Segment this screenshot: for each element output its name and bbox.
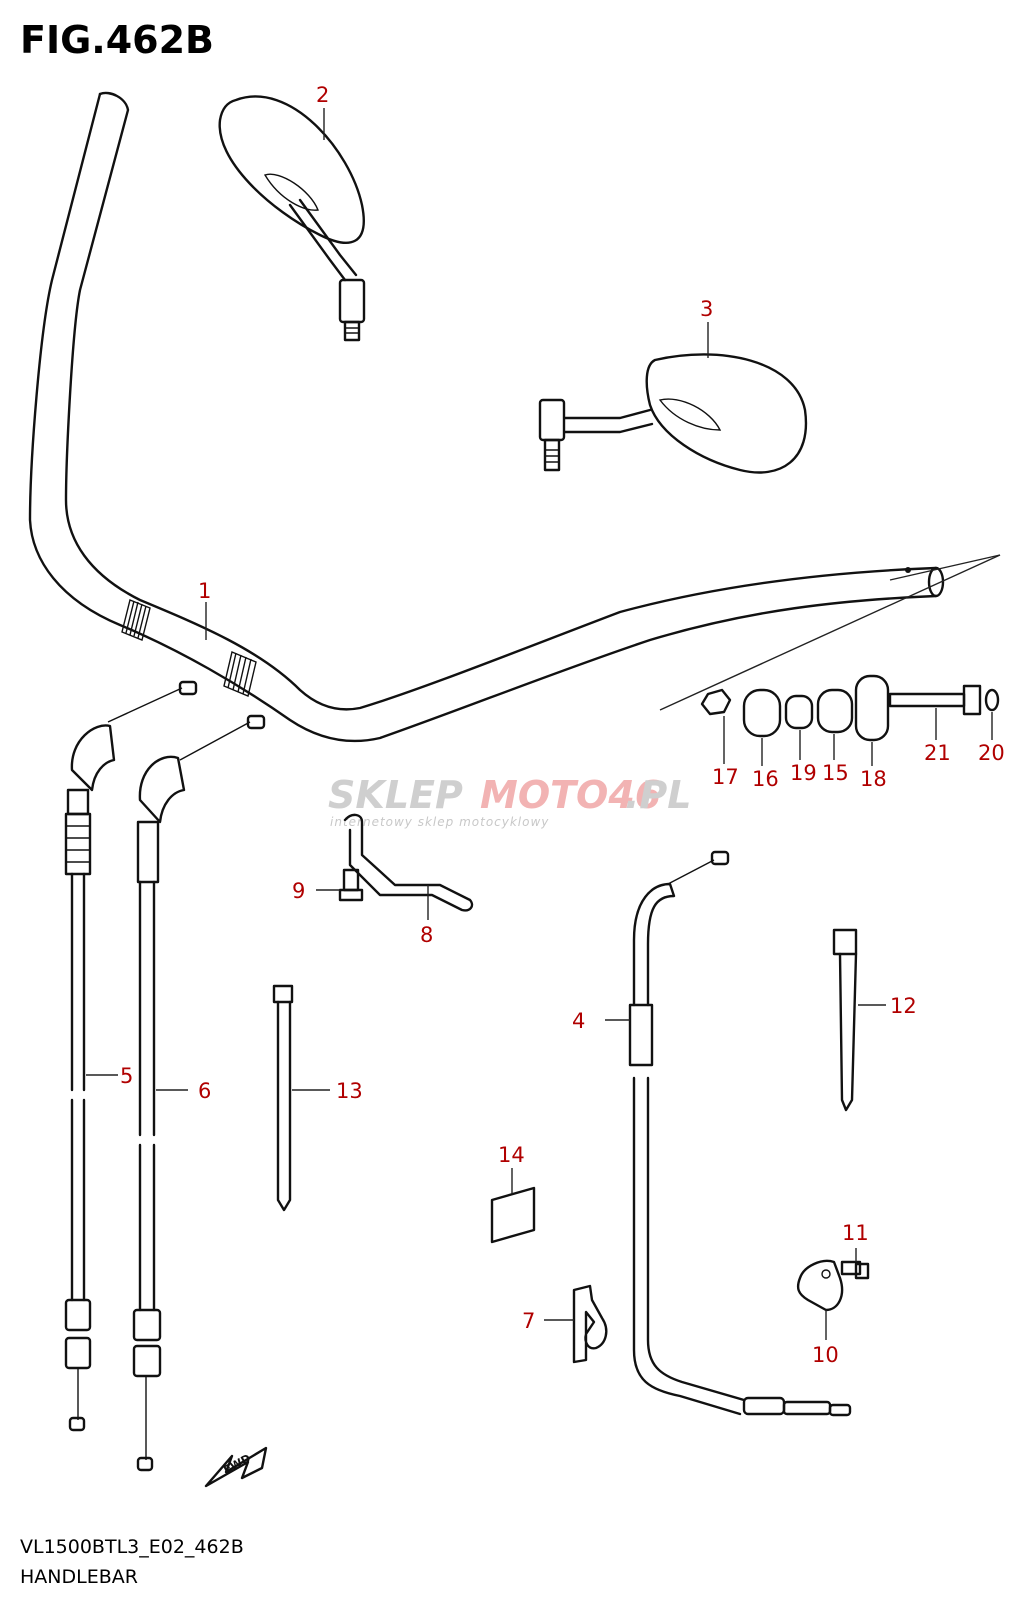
throttle-cable-icon[interactable]: [132, 714, 266, 1472]
label-sheet-icon[interactable]: [490, 1168, 536, 1244]
cable-guide-wire-icon[interactable]: [343, 813, 474, 920]
callout-15: 15: [822, 761, 849, 785]
callout-16: 16: [752, 767, 779, 791]
clutch-cable-icon[interactable]: [605, 850, 852, 1417]
figure-title: FIG.462B: [20, 18, 215, 62]
callout-3: 3: [700, 297, 713, 321]
cable-clamp-icon[interactable]: [796, 1259, 844, 1340]
bolt-icon[interactable]: [316, 868, 364, 902]
callout-8: 8: [420, 923, 433, 947]
callout-6: 6: [198, 1079, 211, 1103]
right-mirror-icon[interactable]: [538, 353, 808, 474]
callout-5: 5: [120, 1064, 133, 1088]
callout-7: 7: [522, 1309, 535, 1333]
bar-end-weight-icon[interactable]: [742, 688, 782, 738]
callout-19: 19: [790, 761, 817, 785]
washer-icon[interactable]: [984, 688, 1000, 712]
watermark: SKLEP MOTO46 .PL internetowy sklep motoc…: [328, 773, 692, 829]
spacer-icon[interactable]: [784, 694, 814, 730]
cable-guide-clip-icon[interactable]: [544, 1284, 608, 1364]
callout-9: 9: [292, 879, 305, 903]
cable-tie-icon[interactable]: [272, 984, 330, 1212]
callout-13: 13: [336, 1079, 363, 1103]
callouts: 1 2 3 4 5 6 7 8 9 10 11 12 13 14 15 16 1…: [120, 83, 1005, 1367]
damper-icon[interactable]: [816, 688, 854, 734]
bolt-icon[interactable]: [888, 684, 982, 716]
handlebar-icon[interactable]: [28, 91, 945, 743]
nut-icon[interactable]: [700, 688, 732, 716]
throttle-cable-icon[interactable]: [64, 680, 198, 1432]
callout-21: 21: [924, 741, 951, 765]
fwd-arrow-icon: FWD: [204, 1446, 268, 1488]
bolt-icon[interactable]: [840, 1248, 870, 1280]
watermark-brand-b: MOTO46: [480, 773, 661, 817]
callout-17: 17: [712, 765, 739, 789]
watermark-tagline: internetowy sklep motocyklowy: [330, 815, 549, 829]
callout-4: 4: [572, 1009, 585, 1033]
bar-end-cap-icon[interactable]: [854, 674, 890, 742]
section-name: HANDLEBAR: [20, 1566, 138, 1588]
left-mirror-icon[interactable]: [218, 95, 366, 342]
callout-10: 10: [812, 1343, 839, 1367]
fwd-label: FWD: [221, 1452, 253, 1477]
cable-tie-icon[interactable]: [832, 928, 886, 1112]
watermark-brand-a: SKLEP: [328, 773, 463, 817]
callout-2: 2: [316, 83, 329, 107]
watermark-brand-suffix: .PL: [625, 773, 692, 817]
callout-12: 12: [890, 994, 917, 1018]
model-code: VL1500BTL3_E02_462B: [20, 1536, 244, 1558]
callout-18: 18: [860, 767, 887, 791]
callout-14: 14: [498, 1143, 525, 1167]
callout-1: 1: [198, 579, 211, 603]
bar-end-assembly: [659, 554, 1001, 742]
callout-20: 20: [978, 741, 1005, 765]
callout-11: 11: [842, 1221, 869, 1245]
